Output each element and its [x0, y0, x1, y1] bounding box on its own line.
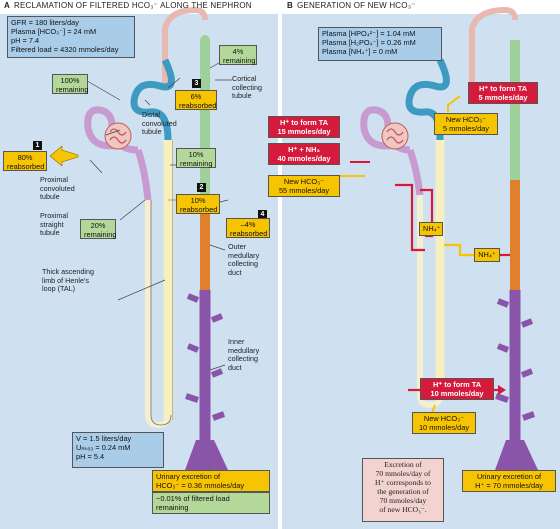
- tal-label: Thick ascending limb of Henle's loop (TA…: [42, 267, 94, 294]
- pct-label: Proximal convoluted tubule: [40, 175, 75, 202]
- remaining-10pct: 10%remaining: [176, 148, 216, 168]
- step-3-marker: 3: [192, 79, 201, 88]
- papillary-duct: [185, 440, 228, 470]
- pst-label: Proximal straight tubule: [40, 211, 68, 238]
- panel-b-nephron: [360, 6, 538, 470]
- reabsorbed-80pct: 80%reabsorbed: [3, 151, 47, 171]
- explanatory-note: Excretion of 70 mmoles/day of H⁺ corresp…: [362, 458, 444, 522]
- filtered-load-remaining: ~0.01% of filtered load remaining: [152, 492, 270, 514]
- remaining-100pct: 100%remaining: [52, 74, 88, 94]
- urinary-excretion-h: Urinary excretion of H⁺ = 70 mmoles/day: [462, 470, 556, 492]
- panel-a-nephron: [84, 6, 228, 470]
- new-hco3-55: New HCO₃⁻55 mmoles/day: [268, 175, 340, 197]
- plasma-params-b: Plasma [HPO₄²⁻] = 1.04 mM Plasma [H₂PO₄⁻…: [318, 27, 442, 61]
- remaining-20pct: 20%remaining: [80, 219, 116, 239]
- b-glomerulus: [381, 122, 409, 150]
- nh4-box-b: NH₄⁺: [474, 248, 500, 262]
- step-4-marker: 4: [258, 210, 267, 219]
- distal-label: Distal convoluted tubule: [142, 110, 177, 137]
- distal-convoluted-tubule: [130, 58, 175, 141]
- reabsorbed-10pct: 10%reabsorbed: [176, 194, 220, 214]
- reabsorbed-6pct: 6%reabsorbed: [175, 90, 217, 110]
- nh4-box-a: NH₄⁺: [419, 222, 443, 236]
- new-hco3-10: New HCO₃⁻10 mmoles/day: [412, 412, 476, 434]
- omcd-label: Outer medullary collecting duct: [228, 242, 260, 277]
- step-2-marker: 2: [197, 183, 206, 192]
- glomerulus: [104, 122, 132, 150]
- proximal-straight-tubule: [134, 148, 152, 201]
- reabsorbed-neg4pct: –4%reabsorbed: [226, 218, 270, 238]
- cortical-collecting-label: Cortical collecting tubule: [232, 74, 262, 101]
- b-distal-convoluted-tubule: [405, 58, 450, 141]
- urinary-excretion-hco3: Urinary excretion of HCO₃⁻ = 0.36 mmoles…: [152, 470, 270, 492]
- urine-params-a: V = 1.5 liters/day Uₕₖₒ₃ = 0.24 mM pH = …: [72, 432, 164, 468]
- remaining-4pct: 4%remaining: [219, 45, 257, 65]
- plasma-params-a: GFR = 180 liters/day Plasma [HCO₃⁻] = 24…: [7, 16, 135, 58]
- new-hco3-5: New HCO₃⁻5 mmoles/day: [434, 113, 498, 135]
- step-1-marker: 1: [33, 141, 42, 150]
- imcd-label: Inner medullary collecting duct: [228, 337, 260, 372]
- connecting-segment: [162, 6, 208, 90]
